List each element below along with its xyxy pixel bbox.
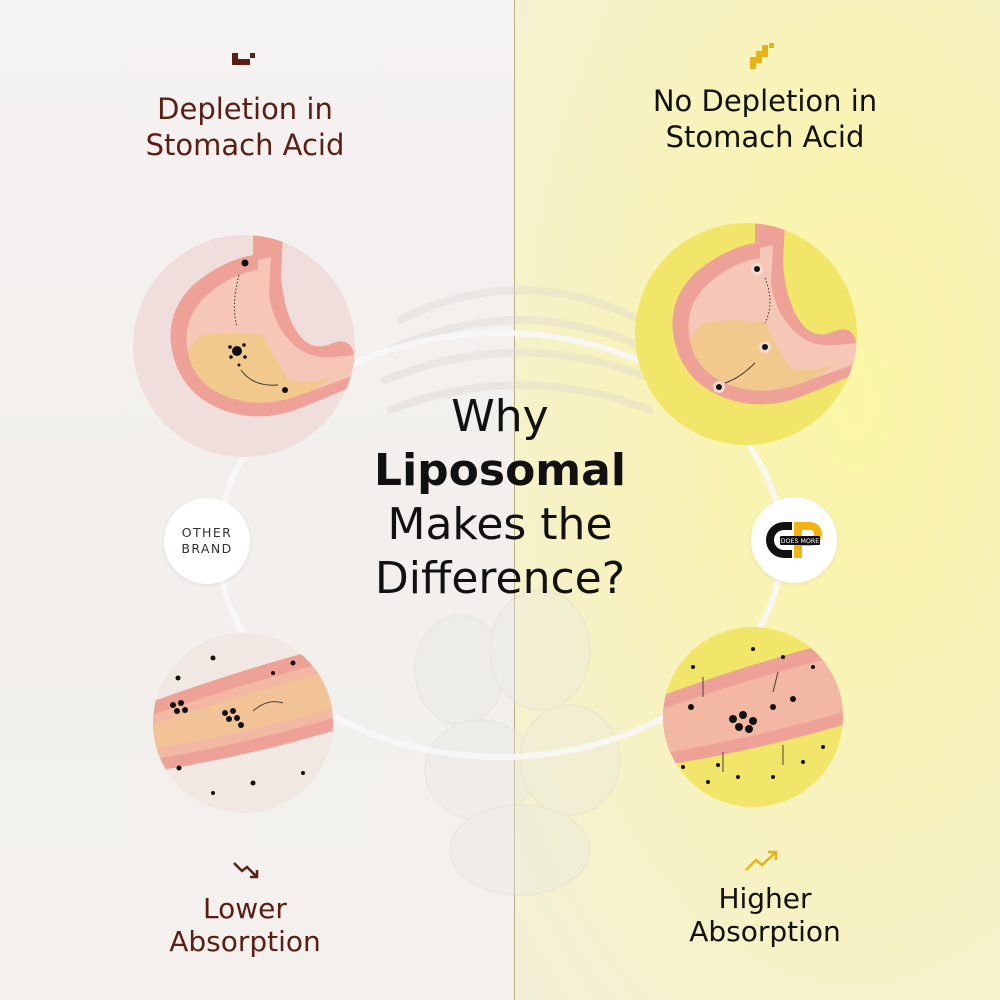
- trend-down-icon: [233, 862, 259, 879]
- pixel-steps-icon: [232, 53, 255, 65]
- intestine-illustration-other-brand: [153, 633, 333, 813]
- other-brand-badge: OTHER BRAND: [164, 498, 250, 584]
- trend-up-icon: [745, 850, 778, 871]
- pixel-steps-icon: [750, 43, 774, 69]
- left-heading: Depletion in Stomach Acid: [145, 92, 345, 162]
- intestine-illustration-liposomal: [663, 627, 843, 807]
- right-heading: No Depletion in Stomach Acid: [652, 84, 878, 154]
- stomach-illustration-other-brand: [133, 235, 355, 457]
- right-footer: Higher Absorption: [689, 882, 841, 948]
- left-footer: Lower Absorption: [169, 892, 321, 958]
- svg-text:DOES MORE: DOES MORE: [781, 538, 820, 545]
- stomach-illustration-liposomal: [635, 223, 857, 445]
- brand-logo-badge: DOES MORE: [751, 497, 837, 583]
- center-title: Why Liposomal Makes the Difference?: [374, 391, 626, 604]
- brand-logo: DOES MORE: [766, 522, 822, 558]
